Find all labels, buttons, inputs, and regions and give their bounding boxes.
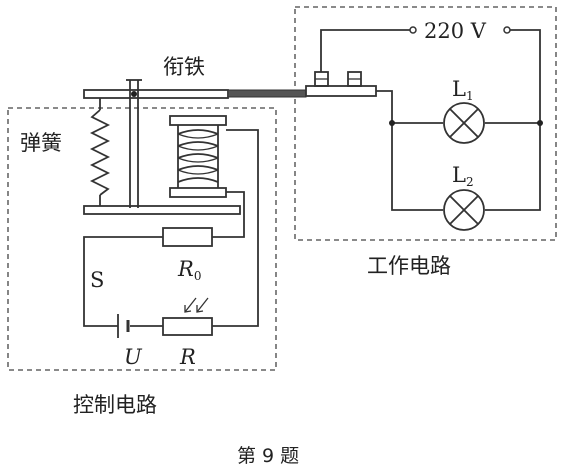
contact-bar (305, 85, 377, 97)
lamp2-label: L2 (452, 163, 474, 189)
armature-post (126, 79, 142, 208)
r0-label: R0 (177, 257, 201, 283)
spring (89, 98, 111, 206)
electromagnet (169, 115, 227, 198)
source-label: U (124, 345, 143, 369)
r0-label-sub: 0 (194, 269, 202, 283)
lamp2-label-sub: 2 (466, 175, 474, 189)
lamp1-label-main: L (452, 77, 466, 101)
spring-label: 弹簧 (20, 131, 62, 155)
control-circuit-box (7, 107, 277, 371)
pivot-dot (131, 91, 137, 97)
lamp2-label-main: L (452, 163, 466, 187)
r0-label-main: R (177, 257, 194, 281)
lamp-l1 (443, 102, 485, 144)
lamp1-label: L1 (452, 77, 474, 103)
work-wire-top-left (320, 29, 410, 72)
work-wire-top-right (485, 29, 541, 211)
armature-label: 衔铁 (163, 55, 205, 79)
contact-terminals (314, 71, 362, 87)
work-circuit-label: 工作电路 (367, 254, 451, 278)
junction-right (537, 120, 543, 126)
armature-lever (83, 89, 307, 99)
battery-symbol (117, 314, 130, 338)
lamp-l2 (443, 189, 485, 231)
lamp1-label-sub: 1 (466, 89, 474, 103)
work-wire-contact (376, 90, 443, 211)
control-circuit-label: 控制电路 (73, 393, 157, 417)
voltage-label: 220 V (424, 19, 487, 43)
work-circuit-box (294, 6, 557, 241)
switch-label: S (90, 268, 104, 292)
coil-lead-outer (212, 129, 259, 327)
r0-resistor (162, 227, 213, 247)
control-wire-left (83, 236, 163, 327)
base-plate (83, 205, 241, 215)
terminal-left (409, 26, 417, 34)
caption: 第 9 题 (237, 445, 299, 467)
photoresistor-label: R (179, 345, 196, 369)
coil-lead-inner (212, 191, 245, 238)
junction-left (389, 120, 395, 126)
terminal-right (503, 26, 511, 34)
photoresistor (162, 297, 213, 336)
